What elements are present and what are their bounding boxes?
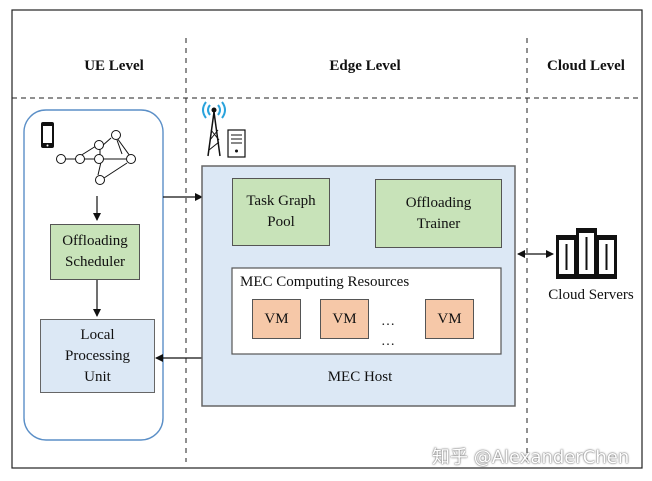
local-processing-unit-box: Local Processing Unit: [40, 319, 155, 393]
phone-icon: [41, 122, 54, 148]
base-station-icon: [202, 101, 246, 158]
cloud-servers-label: Cloud Servers: [548, 287, 634, 303]
offloading-scheduler-label: Offloading Scheduler: [62, 233, 128, 270]
cloud-level-title: Cloud Level: [547, 58, 625, 74]
mec-computing-resources-label: MEC Computing Resources: [240, 274, 410, 290]
ue-level-title: UE Level: [84, 58, 144, 74]
watermark: 知乎 @AlexanderChen: [432, 447, 630, 468]
vm-box-3: VM: [425, 299, 474, 339]
vm-box-2: VM: [320, 299, 369, 339]
server-rack-icon: [556, 228, 617, 279]
edge-level-title: Edge Level: [329, 58, 401, 74]
offloading-scheduler-box: Offloading Scheduler: [50, 224, 140, 280]
task-graph-pool-box: Task Graph Pool: [232, 178, 330, 246]
offloading-trainer-label: Offloading Trainer: [405, 194, 472, 232]
vm-ellipsis-bottom: …: [381, 334, 395, 349]
vm-box-1: VM: [252, 299, 301, 339]
task-graph-pool-label: Task Graph Pool: [246, 193, 316, 230]
offloading-trainer-box: Offloading Trainer: [375, 179, 502, 248]
local-processing-unit-label: Local Processing Unit: [65, 326, 130, 385]
outer-frame: [11, 9, 643, 469]
task-graph-icon: [56, 130, 136, 185]
mec-host-label: MEC Host: [327, 369, 393, 385]
vm-ellipsis-top: …: [381, 314, 395, 329]
